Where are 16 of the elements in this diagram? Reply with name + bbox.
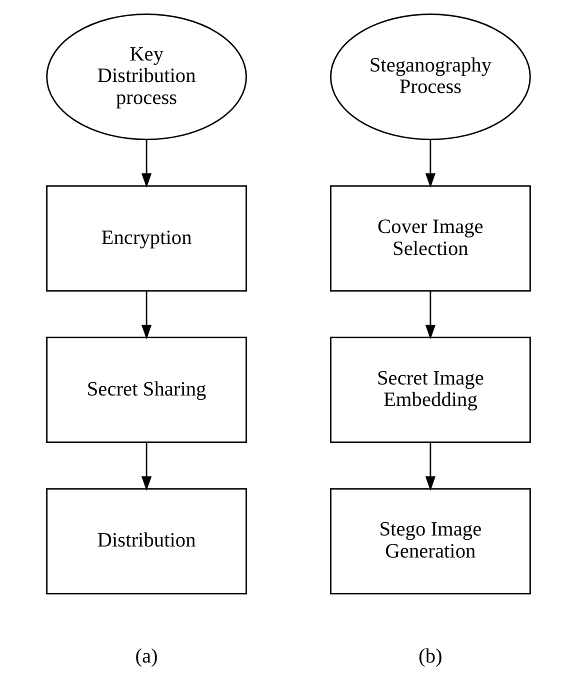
node-box: Distribution — [46, 488, 247, 594]
node-box: Secret Image Embedding — [330, 336, 531, 443]
node-ellipse: Key Distribution process — [46, 14, 247, 140]
node-box: Stego Image Generation — [330, 488, 531, 594]
label: (b) — [418, 645, 442, 668]
node-ellipse: Steganography Process — [330, 14, 531, 140]
arrow — [425, 291, 436, 340]
arrow — [141, 291, 152, 340]
arrow — [141, 140, 152, 188]
arrow — [425, 140, 436, 188]
node-box: Secret Sharing — [46, 336, 247, 443]
arrow — [425, 442, 436, 491]
node-box: Cover Image Selection — [330, 185, 531, 292]
node-box: Encryption — [46, 185, 247, 292]
label: (a) — [135, 645, 158, 668]
arrow — [141, 442, 152, 491]
